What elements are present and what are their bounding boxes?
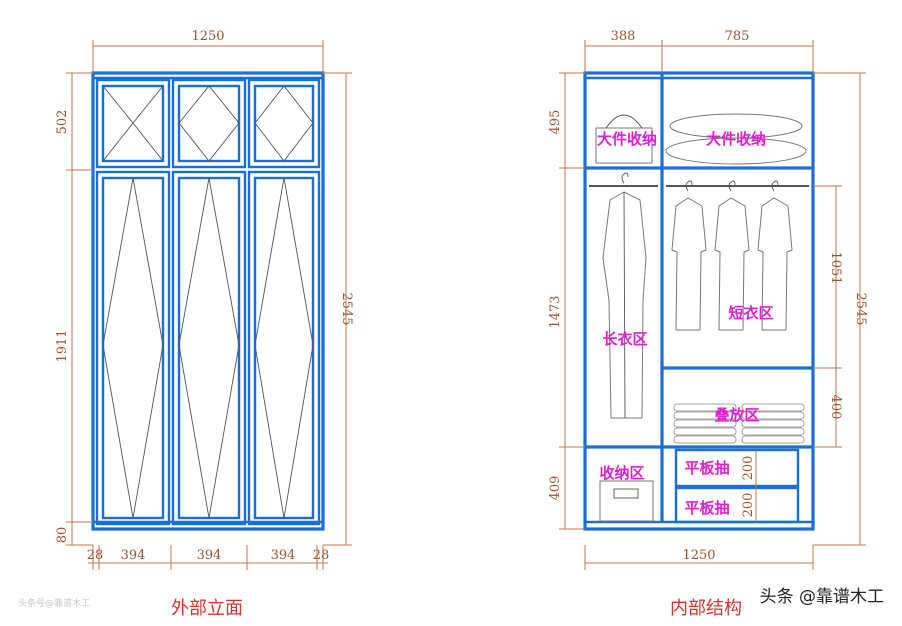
drawer-2[interactable] bbox=[674, 486, 800, 524]
exterior-width-dimension: 1250 bbox=[191, 29, 224, 44]
pillow-icon bbox=[665, 113, 807, 165]
interior-cabinet-frame bbox=[583, 71, 815, 531]
exterior-base-height-dimension: 80 bbox=[55, 527, 70, 544]
interior-top-height-dimension: 495 bbox=[548, 110, 563, 135]
exterior-panel-width-1: 28 bbox=[87, 548, 104, 563]
watermark: 头条 @靠谱木工 bbox=[760, 587, 884, 607]
interior-structure: 388 785 495 1473 409 1051 400 2545 1250 … bbox=[548, 29, 868, 619]
exterior-overall-height-dimension: 2545 bbox=[339, 292, 354, 325]
exterior-elevation: 1250 502 1911 80 2545 28 394 394 394 28 … bbox=[55, 29, 354, 619]
interior-bottom-height-dimension: 409 bbox=[548, 476, 563, 501]
exterior-panel-width-2: 394 bbox=[121, 548, 146, 563]
exterior-caption: 外部立面 bbox=[171, 598, 243, 619]
label-long-clothes: 长衣区 bbox=[602, 330, 647, 348]
exterior-door-1 bbox=[95, 78, 171, 526]
exterior-panel-width-4: 394 bbox=[271, 548, 296, 563]
label-drawer-1: 平板抽 bbox=[684, 459, 729, 477]
label-storage-bottom: 收纳区 bbox=[599, 464, 644, 482]
folded-clothes-icon bbox=[673, 403, 805, 444]
interior-caption: 内部结构 bbox=[670, 598, 742, 619]
drawer-1[interactable] bbox=[674, 448, 800, 488]
watermark-small: 头条号@靠谱木工 bbox=[18, 597, 90, 609]
short-coat-icon-1 bbox=[671, 180, 707, 331]
label-storage-left: 大件收纳 bbox=[597, 130, 657, 148]
exterior-top-height-dimension: 502 bbox=[55, 110, 70, 135]
interior-dimension-lines bbox=[559, 40, 866, 570]
exterior-dimension-lines bbox=[66, 40, 352, 570]
interior-hanging-left-dimension: 1473 bbox=[548, 295, 563, 328]
interior-hanging-right-dimension: 1051 bbox=[828, 251, 843, 284]
storage-box-icon bbox=[599, 480, 654, 522]
interior-width-dimension: 1250 bbox=[682, 548, 715, 563]
exterior-cabinet-frame bbox=[91, 71, 325, 531]
exterior-main-height-dimension: 1911 bbox=[55, 329, 70, 362]
interior-left-width-dimension: 388 bbox=[611, 29, 636, 44]
long-coat-icon bbox=[602, 172, 647, 419]
label-folding: 叠放区 bbox=[714, 406, 759, 424]
exterior-door-2 bbox=[171, 78, 247, 526]
bag-icon bbox=[595, 114, 653, 164]
short-coat-icon-3 bbox=[757, 180, 793, 331]
interior-right-width-dimension: 785 bbox=[725, 29, 750, 44]
label-drawer-2: 平板抽 bbox=[684, 499, 729, 517]
short-coat-icon-2 bbox=[714, 180, 750, 331]
exterior-panel-width-5: 28 bbox=[313, 548, 330, 563]
drawer-1-height-dimension: 200 bbox=[741, 456, 756, 481]
label-short-clothes: 短衣区 bbox=[728, 304, 773, 322]
drawer-2-height-dimension: 200 bbox=[741, 493, 756, 518]
exterior-panel-width-3: 394 bbox=[197, 548, 222, 563]
label-storage-right: 大件收纳 bbox=[706, 130, 766, 148]
exterior-door-3 bbox=[247, 78, 321, 526]
interior-fold-height-dimension: 400 bbox=[828, 395, 843, 420]
interior-overall-height-dimension: 2545 bbox=[853, 292, 868, 325]
